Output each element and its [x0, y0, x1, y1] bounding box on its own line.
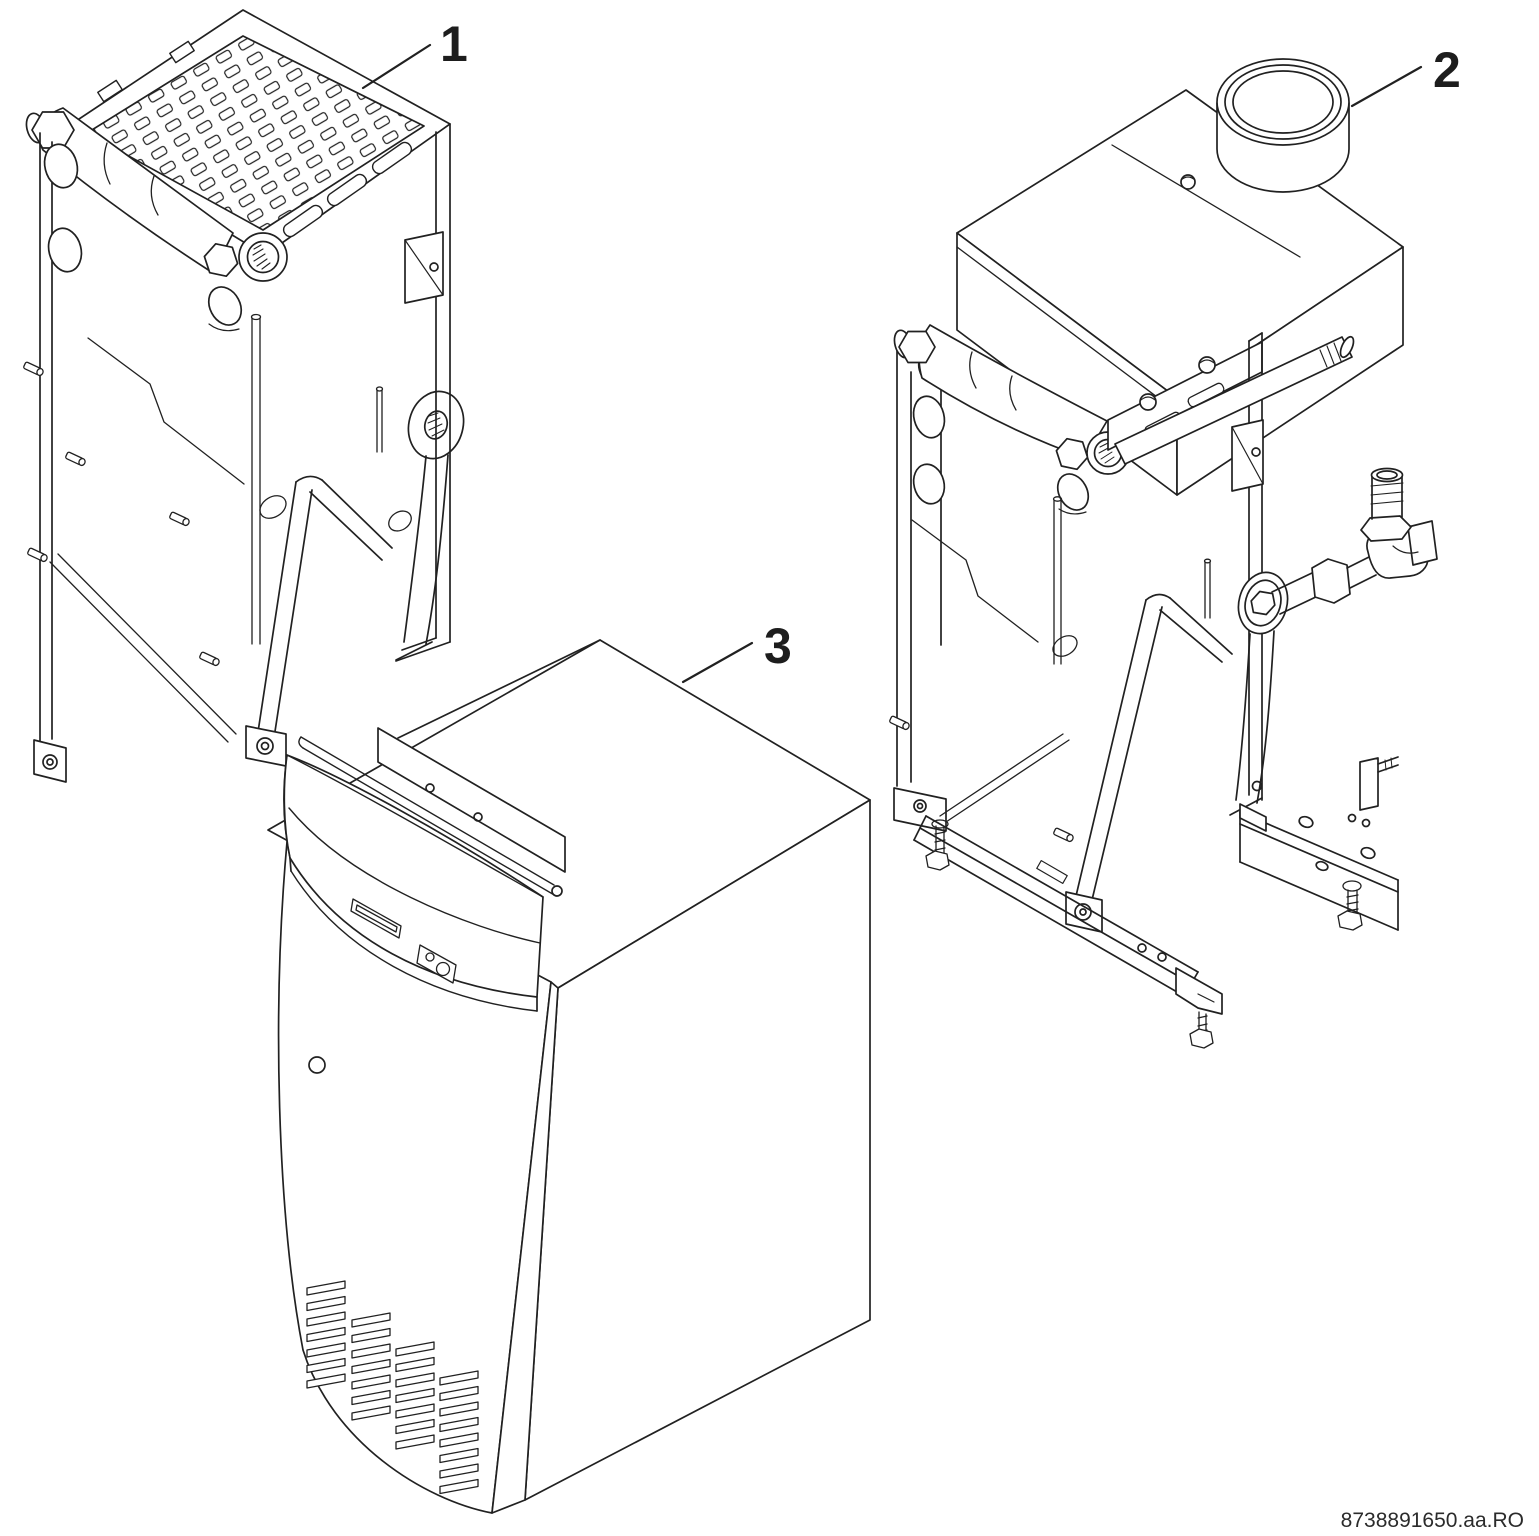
- top-fin-grid: [60, 9, 451, 256]
- casing-body: [267, 639, 871, 1514]
- thread-hatch: [1370, 482, 1404, 505]
- leveling-bolt-right: [1337, 880, 1363, 931]
- callout-1-label: 1: [440, 16, 468, 72]
- blank-cap: [1056, 473, 1090, 511]
- callout-3-label: 3: [764, 618, 792, 674]
- leveling-bolt-left: [925, 819, 950, 871]
- left-side-sections: [33, 132, 83, 783]
- front-header-drum: [893, 324, 1130, 515]
- drawing-number: 8738891650.aa.RO: [1341, 1509, 1524, 1532]
- thread-hatch: [1319, 342, 1342, 368]
- a-frame-legs: [245, 475, 393, 767]
- stud-pins: [889, 715, 1074, 843]
- base-rail-front: [913, 815, 1223, 1015]
- union-nut: [1311, 558, 1351, 604]
- a-frame-legs: [1065, 593, 1233, 933]
- lid-screw: [1180, 174, 1196, 190]
- left-side-sections: [893, 339, 947, 832]
- callout-2-label: 2: [1433, 42, 1461, 98]
- callout-1-leader: [361, 43, 432, 90]
- interior-back-panel: [911, 496, 1212, 823]
- door-hole: [308, 1056, 326, 1074]
- leveling-bolt-center: [1189, 1011, 1214, 1049]
- thread-hatch: [252, 244, 271, 270]
- control-panel-console: [283, 736, 563, 1012]
- upright-tab: [1359, 757, 1379, 811]
- vent-column-2: [351, 1312, 391, 1421]
- safety-valve-assembly: [1311, 467, 1438, 604]
- hex-nut: [1055, 437, 1089, 471]
- control-knobs: [416, 944, 457, 984]
- callout-2-leader: [1350, 65, 1423, 108]
- interior-back-panel: [49, 313, 412, 743]
- display-slot: [350, 898, 402, 939]
- callout-3-leader: [681, 641, 754, 684]
- part-1-heat-exchanger-block-drawing: [23, 9, 465, 783]
- wall-rosette-flange: [1235, 571, 1321, 804]
- hex-plug: [898, 330, 936, 364]
- flue-baffle-plate: [377, 727, 566, 873]
- gas-pipe: [1114, 335, 1355, 465]
- vent-column-3: [395, 1341, 435, 1450]
- stud-pins: [23, 361, 220, 667]
- right-side-panel: [395, 123, 451, 662]
- flow-port-ring: [203, 232, 288, 282]
- mounting-washer-ring: [395, 390, 465, 661]
- base-rail-right: [1239, 756, 1399, 931]
- vent-column-4: [439, 1370, 479, 1495]
- flue-collar: [1216, 58, 1350, 193]
- right-side-panel: [1229, 332, 1264, 816]
- blank-cap: [207, 286, 243, 332]
- vent-grille: [306, 1280, 479, 1495]
- vent-column-1: [306, 1280, 346, 1389]
- part-3-casing-drawing: [267, 639, 871, 1514]
- hex-plug: [25, 111, 75, 149]
- part-2-heat-exchanger-assembly-drawing: [889, 58, 1438, 1049]
